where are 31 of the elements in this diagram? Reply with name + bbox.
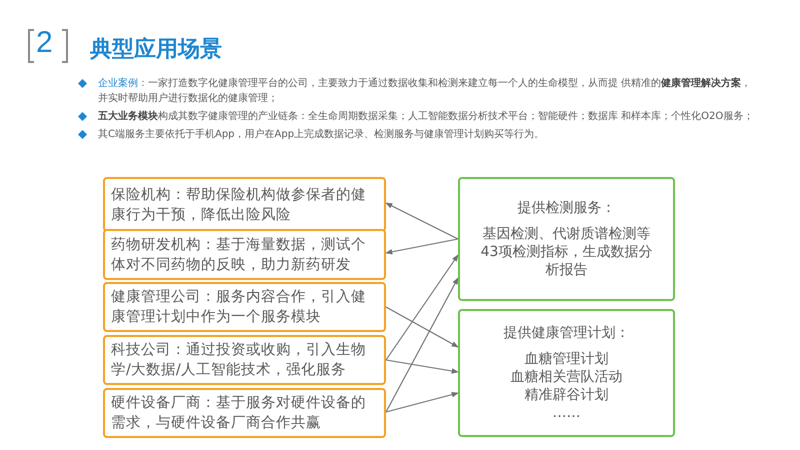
box-heading: 提供检测服务： [518,199,616,217]
box-text: 精准辟谷计划 [524,386,608,404]
box-text: 健康管理公司：服务内容合作，引入健康管理计划中作为一个服务模块 [111,288,367,327]
box-text: …… [552,404,580,422]
box-text: 药物研发机构：基于海量数据，测试个体对不同药物的反映，助力新药研发 [111,236,367,274]
arrow [386,277,458,412]
partner-box [103,177,386,232]
bullet-text: 企业案例：一家打造数字化健康管理平台的公司，主要致力于通过数据收集和检测来建立每一个人的生命模型，从而提 供精准的健康管理解决方案，并实时帮助用户进行数据化的健康管理； [98,76,752,106]
arrow [385,238,458,255]
box-text: 血糖相关营队活动 [510,368,622,386]
section-number: 2 [36,26,53,60]
arrow [386,359,459,374]
bullet-text: 五大业务模块构成其数字健康管理的产业链条：全生命周期数据采集；人工智能数据分析技术平台；智能硬件；数据库 和样本库；个性化O2O服务； [98,110,754,124]
service-box [458,177,675,301]
box-text: 保险机构：帮助保险机构做参保者的健康行为干预，降低出险风险 [111,186,367,224]
box-text: 血糖管理计划 [524,350,608,368]
bullet-text: 其C端服务主要依托于手机App，用户在App上完成数据记录、检测服务与健康管理计划购买等行为。 [98,128,544,142]
partner-box [103,282,386,332]
box-text: 基因检测、代谢质谱检测等43项检测指标，生成数据分析报告 [480,225,654,279]
arrow [385,202,458,240]
box-heading: 提供健康管理计划： [504,324,630,342]
partner-box [103,229,386,280]
service-box [458,309,675,437]
box-text: 科技公司：通过投资或收购，引入生物学/大数据/人工智能技术，强化服务 [111,341,367,380]
arrow [386,254,458,360]
partner-box [103,335,386,385]
title: 典型应用场景 [90,36,222,64]
arrow [386,306,459,348]
partner-box [103,388,386,438]
box-text: 硬件设备厂商：基于服务对硬件设备的需求，与硬件设备厂商合作共赢 [111,394,367,433]
arrow [386,392,459,413]
